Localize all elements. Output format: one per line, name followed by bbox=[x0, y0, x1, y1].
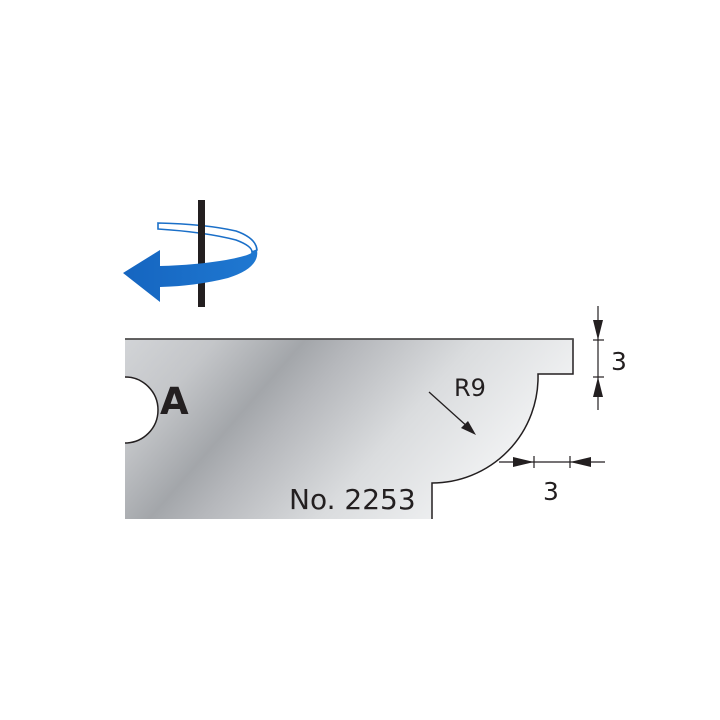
rotation-arrow-icon bbox=[123, 250, 258, 302]
radius-label: R9 bbox=[454, 374, 486, 402]
blade-profile bbox=[125, 339, 573, 519]
blade-outline bbox=[125, 338, 574, 519]
mounting-notch bbox=[124, 376, 159, 444]
dimension-arrow-right-icon bbox=[513, 457, 534, 467]
part-number: No. 2253 bbox=[289, 483, 416, 516]
profile-letter: A bbox=[160, 380, 189, 423]
horizontal-dimension-value: 3 bbox=[543, 477, 559, 506]
radius-arrow-icon bbox=[428, 391, 476, 435]
rotation-indicator bbox=[123, 200, 258, 307]
vertical-dimension-value: 3 bbox=[611, 347, 627, 376]
dimension-arrow-down-icon bbox=[593, 320, 603, 340]
dimension-arrow-up-icon bbox=[593, 377, 603, 397]
rotation-ribbon-back bbox=[157, 222, 258, 254]
spindle-shaft-icon bbox=[198, 200, 205, 307]
dimension-arrow-left-icon bbox=[570, 457, 591, 467]
vertical-dimension bbox=[593, 306, 604, 410]
horizontal-dimension bbox=[499, 456, 605, 468]
